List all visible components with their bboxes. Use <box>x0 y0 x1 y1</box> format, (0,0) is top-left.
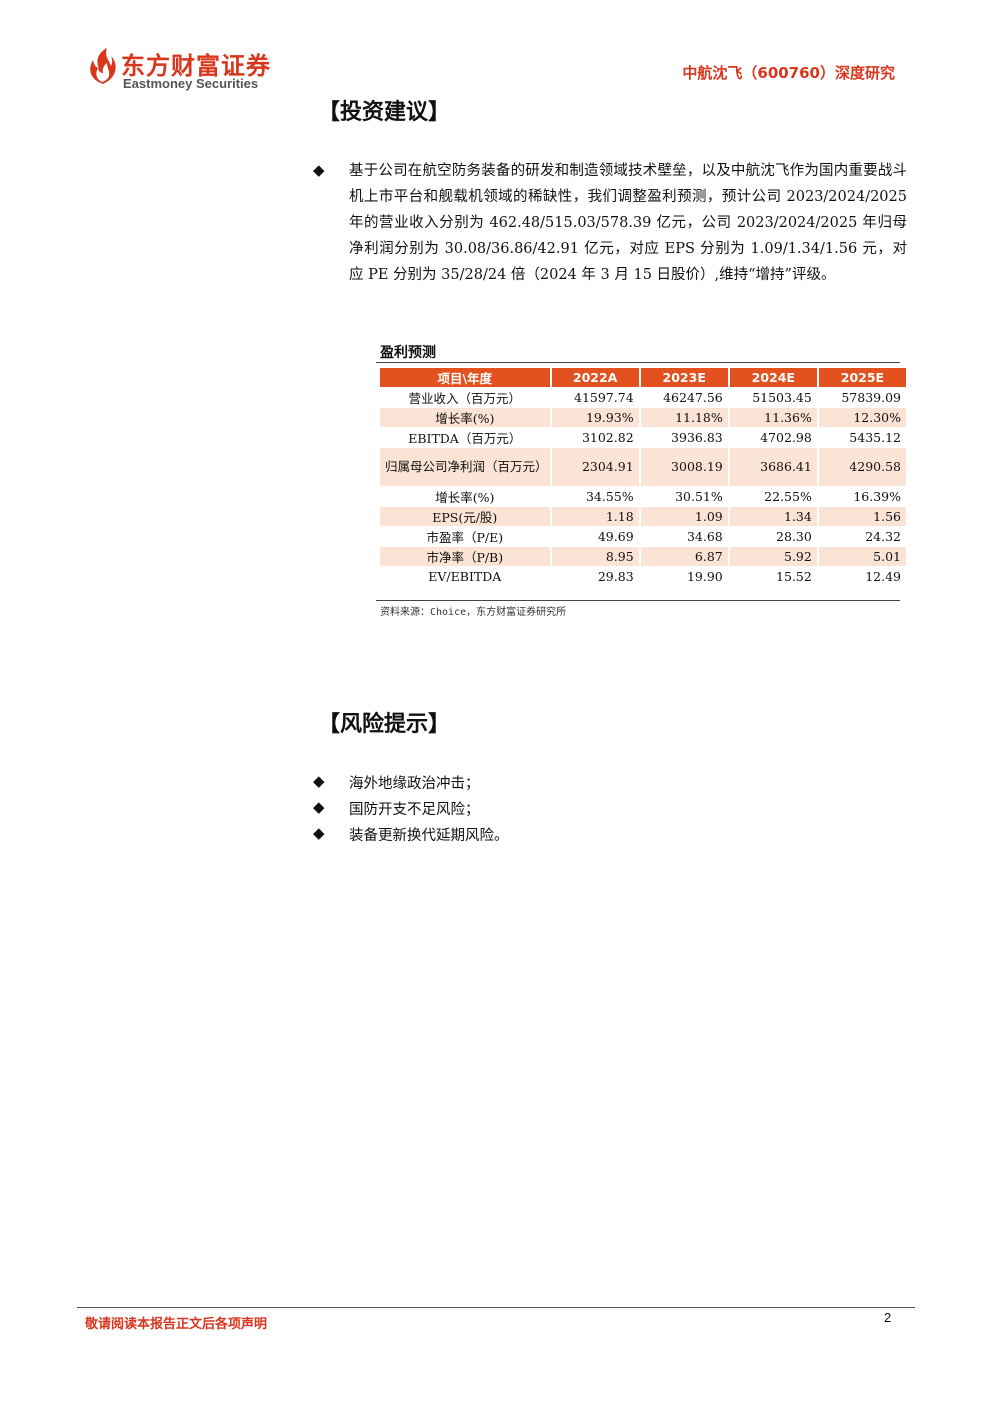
table-row: 归属母公司净利润（百万元） 2304.91 3008.19 3686.41 42… <box>380 448 906 486</box>
row-label: EPS(元/股) <box>380 507 550 526</box>
row-label: 增长率(%) <box>435 490 495 505</box>
table-header-row: 项目\年度 2022A 2023E 2024E 2025E <box>380 368 906 387</box>
table-cell: 19.90 <box>686 569 723 584</box>
diamond-bullet-icon: ◆ <box>313 824 325 842</box>
table-cell: 6.87 <box>640 547 728 566</box>
table-cell: 16.39% <box>853 489 901 504</box>
diamond-bullet-icon: ◆ <box>313 161 325 179</box>
table-cell: 12.30% <box>818 408 906 427</box>
table-cell: 51503.45 <box>752 390 812 405</box>
table-cell: 24.32 <box>865 529 901 544</box>
table-cell: 8.95 <box>551 547 639 566</box>
table-cell: 3102.82 <box>581 430 634 445</box>
investment-paragraph: 基于公司在航空防务装备的研发和制造领域技术壁垒，以及中航沈飞作为国内重要战斗机上… <box>349 163 907 283</box>
header-cell: 2024E <box>729 368 817 387</box>
earnings-forecast-table: 项目\年度 2022A 2023E 2024E 2025E 营业收入（百万元） … <box>378 367 908 587</box>
row-label: EBITDA（百万元） <box>408 431 522 446</box>
table-cell: 49.69 <box>597 529 634 544</box>
investment-section-title: 【投资建议】 <box>318 99 451 125</box>
table-row: 增长率(%) 19.93% 11.18% 11.36% 12.30% <box>380 408 906 427</box>
footer-divider <box>77 1307 915 1308</box>
footer-disclaimer: 敬请阅读本报告正文后各项声明 <box>85 1317 268 1332</box>
table-cell: 1.34 <box>729 507 817 526</box>
table-cell: 5.92 <box>729 547 817 566</box>
table-cell: 11.36% <box>729 408 817 427</box>
table-cell: 34.55% <box>585 489 634 504</box>
table-cell: 46247.56 <box>663 390 723 405</box>
table-cell: 3686.41 <box>729 448 817 486</box>
table-row: 市盈率（P/E) 49.69 34.68 28.30 24.32 <box>380 527 906 546</box>
diamond-bullet-icon: ◆ <box>313 798 325 816</box>
logo-chinese-name: 东方财富证券 <box>121 52 271 80</box>
flame-logo-icon <box>90 48 116 84</box>
risk-item: 装备更新换代延期风险。 <box>349 828 509 844</box>
row-label: EV/EBITDA <box>428 569 502 584</box>
header-cell: 2025E <box>818 368 906 387</box>
table-cell: 4702.98 <box>760 430 812 445</box>
table-cell: 4290.58 <box>818 448 906 486</box>
header-cell: 2023E <box>640 368 728 387</box>
table-cell: 1.09 <box>640 507 728 526</box>
row-label: 市净率（P/B) <box>380 547 550 566</box>
table-cell: 30.51% <box>675 489 723 504</box>
header-cell: 项目\年度 <box>380 368 550 387</box>
table-cell: 41597.74 <box>574 390 634 405</box>
table-row: 增长率(%) 34.55% 30.51% 22.55% 16.39% <box>380 487 906 506</box>
table-bottom-rule <box>376 600 900 601</box>
row-label: 增长率(%) <box>380 408 550 427</box>
table-row: 市净率（P/B) 8.95 6.87 5.92 5.01 <box>380 547 906 566</box>
table-cell: 3008.19 <box>640 448 728 486</box>
table-cell: 34.68 <box>686 529 723 544</box>
table-cell: 5435.12 <box>849 430 901 445</box>
table-cell: 12.49 <box>865 569 901 584</box>
table-top-rule <box>376 362 900 363</box>
page-number: 2 <box>884 1310 892 1325</box>
table-row: EBITDA（百万元） 3102.82 3936.83 4702.98 5435… <box>380 428 906 447</box>
table-title: 盈利预测 <box>380 345 436 361</box>
table-cell: 22.55% <box>764 489 812 504</box>
report-title: 中航沈飞（600760）深度研究 <box>682 64 895 82</box>
table-cell: 1.18 <box>551 507 639 526</box>
table-cell: 3936.83 <box>671 430 723 445</box>
table-row: EPS(元/股) 1.18 1.09 1.34 1.56 <box>380 507 906 526</box>
table-cell: 1.56 <box>818 507 906 526</box>
table-cell: 2304.91 <box>551 448 639 486</box>
logo-english-name: Eastmoney Securities <box>123 76 259 91</box>
table-cell: 5.01 <box>818 547 906 566</box>
table-cell: 15.52 <box>776 569 812 584</box>
company-logo: 东方财富证券 Eastmoney Securities <box>85 44 285 94</box>
risk-item: 海外地缘政治冲击； <box>349 776 480 792</box>
table-cell: 29.83 <box>597 569 634 584</box>
risk-section-title: 【风险提示】 <box>318 711 451 737</box>
table-cell: 11.18% <box>640 408 728 427</box>
risk-item: 国防开支不足风险； <box>349 802 480 818</box>
table-cell: 57839.09 <box>841 390 901 405</box>
table-row: 营业收入（百万元） 41597.74 46247.56 51503.45 578… <box>380 388 906 407</box>
table-row: EV/EBITDA 29.83 19.90 15.52 12.49 <box>380 567 906 586</box>
row-label: 市盈率（P/E) <box>426 530 504 545</box>
table-cell: 28.30 <box>776 529 812 544</box>
row-label: 营业收入（百万元） <box>408 391 522 406</box>
row-label: 归属母公司净利润（百万元） <box>380 448 550 486</box>
diamond-bullet-icon: ◆ <box>313 772 325 790</box>
table-cell: 19.93% <box>551 408 639 427</box>
header-cell: 2022A <box>551 368 639 387</box>
table-source-note: 资料来源：Choice，东方财富证券研究所 <box>380 607 567 618</box>
